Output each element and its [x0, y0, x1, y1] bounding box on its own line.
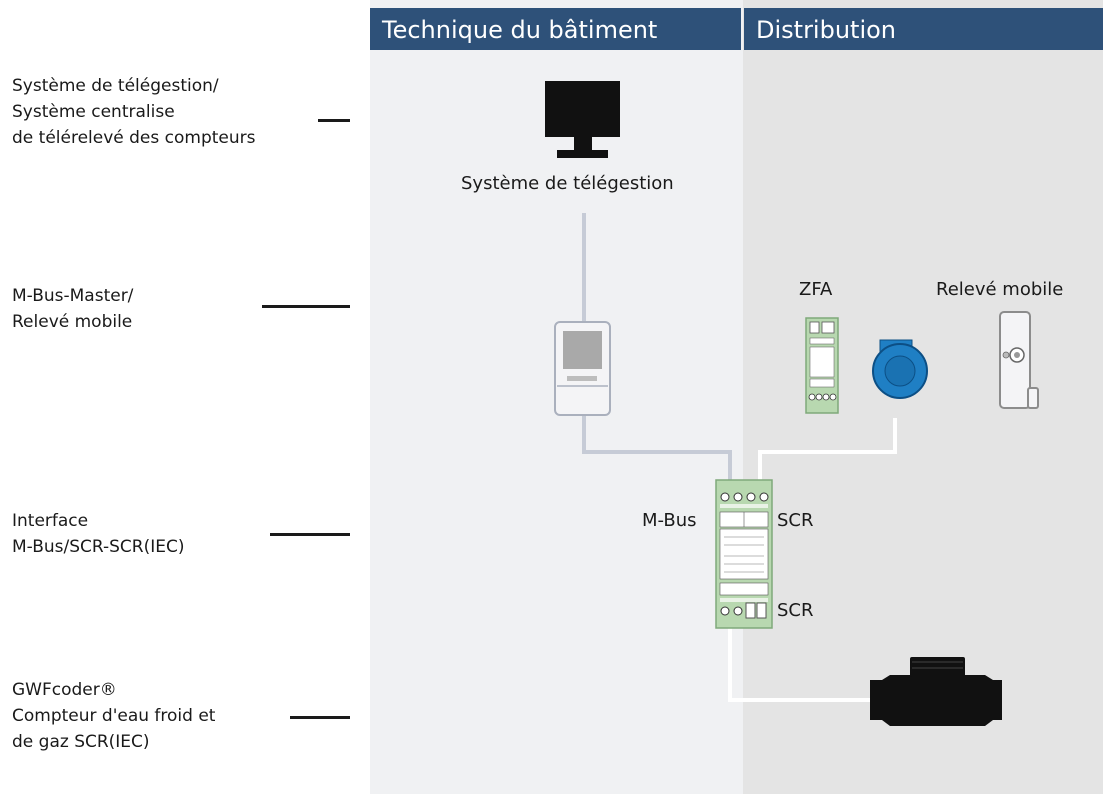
level-label-line: Système centralise	[12, 102, 175, 122]
level-label-line: M-Bus/SCR-SCR(IEC)	[12, 537, 185, 557]
mbus-port-label: M-Bus	[642, 510, 697, 531]
mobile-reader-label: Relevé mobile	[936, 279, 1064, 300]
level-label-coder: GWFcoder® Compteur d'eau froid et de gaz…	[12, 677, 215, 755]
level-label-telemanagement: Système de télégestion/ Système centrali…	[12, 73, 256, 151]
level-marker-mbus-master	[262, 305, 350, 308]
level-label-line: de télérelevé des compteurs	[12, 128, 256, 148]
level-label-line: M-Bus-Master/	[12, 286, 134, 306]
level-label-line: Interface	[12, 511, 89, 531]
zfa-device-icon	[805, 317, 839, 414]
building-technology-header: Technique du bâtiment	[370, 8, 741, 50]
level-label-interface: Interface M-Bus/SCR-SCR(IEC)	[12, 508, 185, 560]
level-label-line: Compteur d'eau froid et	[12, 706, 216, 726]
level-marker-coder	[290, 716, 350, 719]
water-meter-icon	[870, 657, 1002, 726]
level-label-line: GWFcoder®	[12, 680, 117, 700]
level-label-line: Relevé mobile	[12, 312, 133, 332]
connection-lines	[582, 213, 897, 702]
scr-line-interface-meter	[728, 628, 870, 702]
level-label-mbus-master: M-Bus-Master/ Relevé mobile	[12, 283, 133, 335]
scr-port-top-label: SCR	[777, 510, 814, 531]
mbus-line-master-interface	[582, 415, 732, 480]
scr-port-bottom-label: SCR	[777, 600, 814, 621]
scr-line-reader-interface	[758, 418, 897, 480]
mbus-master-device-icon	[554, 321, 611, 416]
optical-reader-icon	[872, 339, 928, 399]
distribution-header: Distribution	[744, 8, 1103, 50]
mobile-reader-icon	[999, 311, 1039, 409]
interface-device-icon	[715, 479, 773, 629]
level-marker-telemanagement	[318, 119, 350, 122]
level-label-line: de gaz SCR(IEC)	[12, 732, 150, 752]
monitor-icon	[545, 81, 620, 158]
zfa-label: ZFA	[799, 279, 833, 300]
monitor-label: Système de télégestion	[461, 173, 674, 194]
level-label-line: Système de télégestion/	[12, 76, 219, 96]
level-marker-interface	[270, 533, 350, 536]
